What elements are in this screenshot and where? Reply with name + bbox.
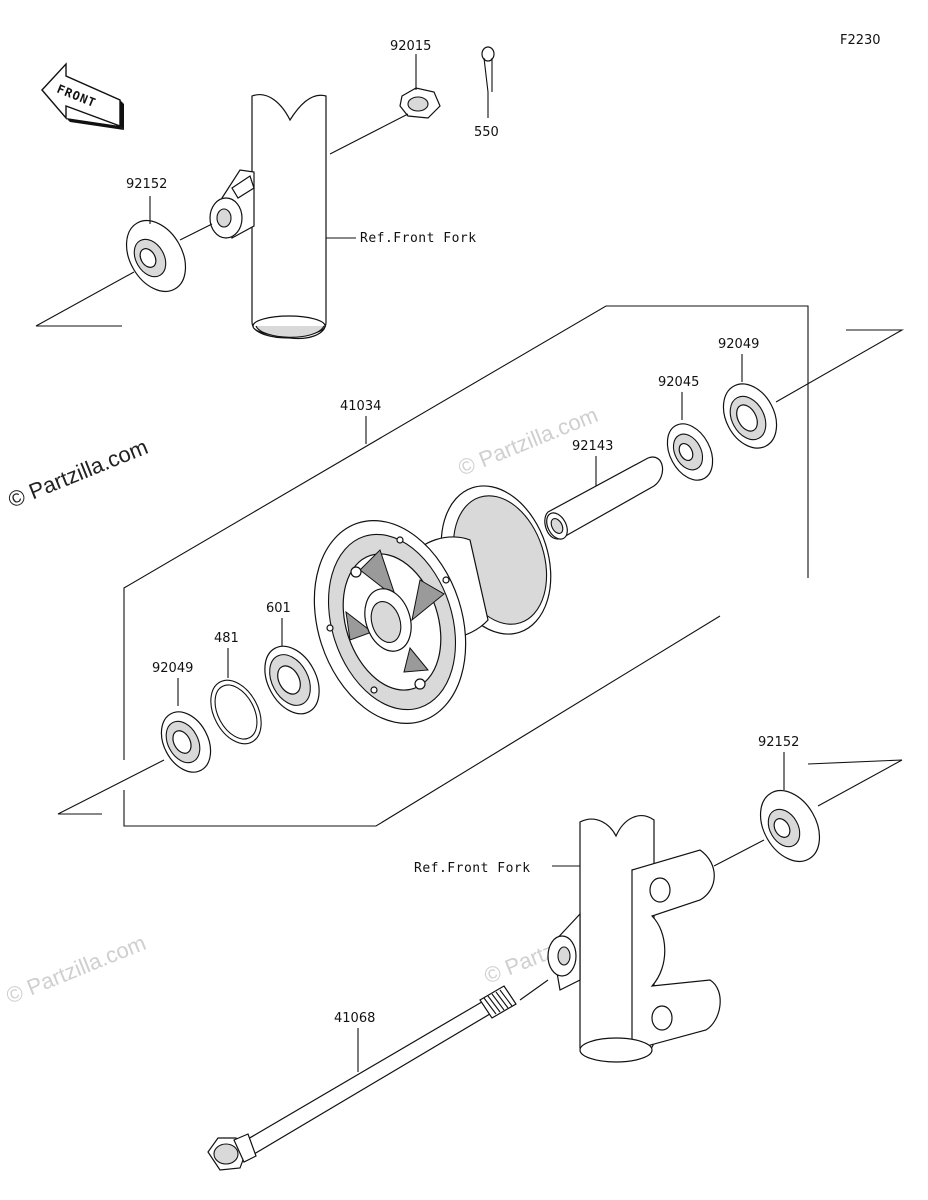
part-92049-oil-seal-right (722, 383, 778, 449)
figure-code: F2230 (840, 33, 881, 48)
part-550-cotter-pin (481, 46, 495, 93)
watermark: © Partzilla.com (5, 434, 152, 513)
label-601: 601 (266, 601, 291, 616)
front-direction-arrow: FRONT (41, 62, 124, 130)
part-92049-oil-seal-left (160, 711, 212, 773)
part-41068-axle (207, 985, 517, 1171)
label-41034: 41034 (340, 399, 381, 414)
part-92045-bearing-right (666, 423, 714, 481)
ref-front-fork-upper: Ref.Front Fork (360, 231, 477, 246)
part-92143-spacer (544, 456, 664, 540)
part-92152-collar-lower (759, 790, 821, 862)
part-92015-nut (399, 87, 441, 119)
label-92152-upper: 92152 (126, 177, 167, 192)
label-92045: 92045 (658, 375, 699, 390)
watermark-faint-lower-left: © Partzilla.com (3, 930, 150, 1009)
label-92152-lower: 92152 (758, 735, 799, 750)
ref-front-fork-lower: Ref.Front Fork (414, 861, 531, 876)
part-92152-collar-upper (125, 220, 187, 292)
label-92049-right: 92049 (718, 337, 759, 352)
label-41068: 41068 (334, 1011, 375, 1026)
part-41034-hub (313, 485, 552, 724)
upper-front-fork (209, 94, 327, 340)
label-481: 481 (214, 631, 239, 646)
part-601-bearing-left (264, 645, 320, 715)
label-92015: 92015 (390, 39, 431, 54)
label-550: 550 (474, 125, 499, 140)
lower-front-fork (547, 815, 721, 1063)
label-92049-left: 92049 (152, 661, 193, 676)
label-92143: 92143 (572, 439, 613, 454)
part-481-circlip (210, 679, 262, 745)
